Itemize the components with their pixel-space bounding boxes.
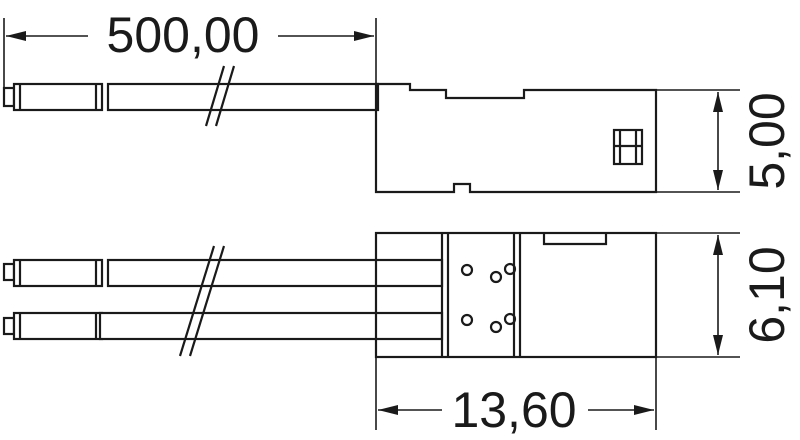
ferrule-lower: [12, 311, 104, 341]
contact-hole: [460, 263, 474, 277]
cable-body: [106, 82, 380, 112]
connector-top-outline: [374, 231, 658, 359]
break-mark-1: [204, 65, 226, 127]
top-tab: [542, 233, 608, 246]
side-height-dimension: 5,00: [656, 89, 795, 193]
ferrule-upper: [12, 258, 104, 288]
side-view-cable: [2, 65, 380, 127]
top-view-connector: [374, 231, 658, 359]
cable-length-dimension: 500,00: [3, 7, 377, 98]
contact-hole: [503, 262, 517, 276]
top-height-label: 6,10: [739, 246, 795, 343]
ferrule: [12, 82, 104, 112]
cable-upper: [106, 258, 444, 288]
top-height-dimension: 6,10: [656, 232, 795, 358]
contact-hole: [489, 270, 503, 284]
connector-width-label: 13,60: [451, 382, 576, 438]
wire-tip: [2, 86, 16, 108]
break-mark-3: [178, 245, 216, 357]
cable-lower: [98, 311, 444, 341]
break-mark-4: [188, 245, 226, 357]
side-height-label: 5,00: [739, 92, 795, 189]
contact-hole: [503, 312, 517, 326]
break-mark-2: [214, 65, 236, 127]
side-view-connector: [374, 82, 658, 194]
contact-hole: [489, 320, 503, 334]
contact-hole: [460, 313, 474, 327]
connector-width-dimension: 13,60: [375, 357, 657, 438]
top-view-cables: [2, 245, 444, 357]
cable-length-label: 500,00: [107, 7, 260, 63]
